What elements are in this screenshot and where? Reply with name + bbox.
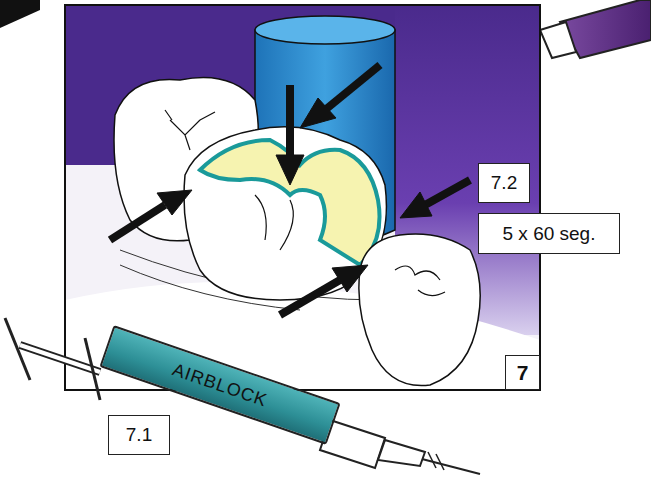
tooth-fissure — [165, 110, 215, 150]
arrow-head — [332, 265, 368, 292]
arrow-shaft — [286, 85, 294, 160]
syringe-collar — [540, 22, 576, 58]
arrow-shaft — [325, 65, 380, 110]
callout-box: 5 x 60 seg. — [478, 213, 620, 254]
needle-mark — [428, 452, 436, 468]
callout-number: 7 — [513, 361, 533, 385]
cylinder-top — [255, 16, 395, 44]
syringe-tip — [540, 0, 651, 58]
callout-box: 7.2 — [478, 163, 530, 203]
tooth-fissure — [395, 266, 445, 296]
arrow-head — [157, 190, 192, 215]
arrow-shaft — [110, 205, 165, 240]
callout-number: 5 x 60 seg. — [499, 223, 600, 245]
right-premolar — [359, 234, 480, 386]
syringe-nozzle — [378, 440, 425, 466]
arrow-shaft — [425, 180, 470, 205]
pressure-arrows — [110, 65, 470, 315]
treated-tooth — [184, 127, 386, 300]
finger-flange — [85, 338, 100, 400]
restoration-airblock-layer — [200, 140, 380, 265]
callout-number: 7.2 — [487, 172, 521, 194]
callout-box: 7.1 — [108, 415, 170, 455]
arrow-head — [300, 98, 336, 128]
tooth-fissure — [255, 195, 293, 250]
callout-box: 7 — [505, 355, 540, 390]
needle — [422, 459, 480, 474]
corner-mark — [0, 0, 40, 28]
needle-mark — [436, 454, 444, 470]
syringe — [5, 318, 480, 474]
arrow-shaft — [280, 280, 340, 315]
arrow-head — [400, 192, 432, 218]
callout-number: 7.1 — [122, 424, 156, 446]
arrow-head — [276, 155, 304, 185]
